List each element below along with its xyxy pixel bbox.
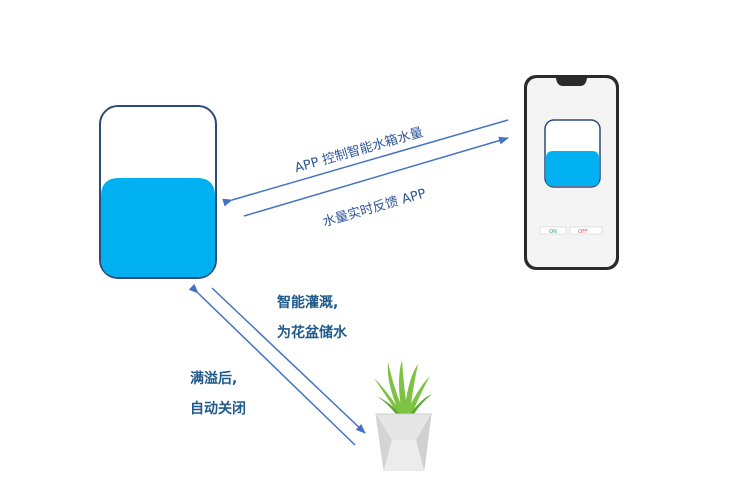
phone-off-button[interactable] <box>569 226 603 235</box>
arrow-feedback-to-app <box>243 136 509 217</box>
water-tank <box>99 105 217 279</box>
phone-notch <box>556 78 587 86</box>
label-overflow-line2: 自动关闭 <box>190 401 246 417</box>
label-irrigate-line2: 为花盆储水 <box>277 325 347 341</box>
phone-on-label: ON <box>549 229 557 235</box>
phone-tank-icon <box>544 119 601 188</box>
tank-water-fill <box>101 178 215 277</box>
grass <box>374 360 432 414</box>
plant-pot <box>374 360 432 471</box>
arrow-irrigate <box>211 287 366 434</box>
arrow-tank-to-app <box>222 119 509 207</box>
label-irrigate-line1: 智能灌溉, <box>277 295 339 311</box>
phone-off-label: OFF <box>578 229 588 235</box>
phone-on-button[interactable] <box>539 226 567 235</box>
arrow-overflow <box>188 283 356 446</box>
smartphone: ON OFF <box>524 75 619 270</box>
label-overflow-line1: 满溢后, <box>190 371 238 387</box>
